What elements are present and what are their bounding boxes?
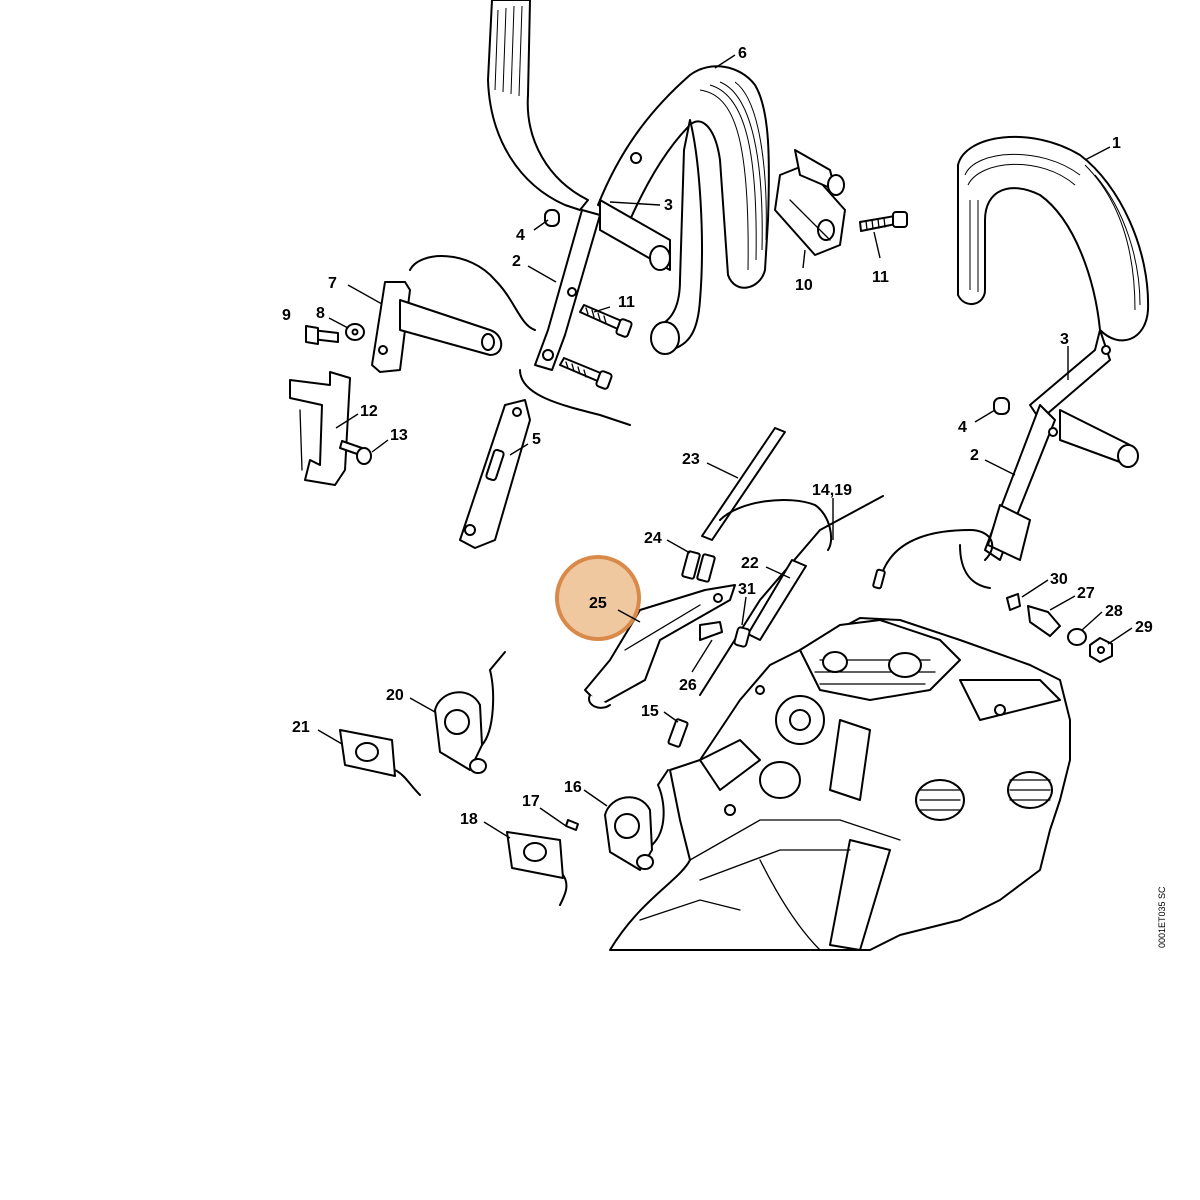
sleeve-15[interactable] <box>667 718 689 748</box>
callout-13[interactable]: 13 <box>390 427 408 444</box>
plate-5[interactable] <box>459 399 531 549</box>
callout-18[interactable]: 18 <box>460 811 478 828</box>
callout-4[interactable]: 4 <box>516 227 525 244</box>
callout-14-19[interactable]: 14,19 <box>812 482 852 499</box>
callout-15[interactable]: 15 <box>641 703 659 720</box>
callout-16[interactable]: 16 <box>564 779 582 796</box>
screw-11-right[interactable] <box>859 211 908 232</box>
handle-cable <box>409 255 631 426</box>
lever-7[interactable] <box>371 281 503 373</box>
callout-2-right[interactable]: 2 <box>970 447 979 464</box>
gasket-18[interactable] <box>506 831 568 906</box>
callout-11[interactable]: 11 <box>618 294 635 311</box>
spacer-4-left[interactable] <box>544 209 560 227</box>
screw-11-lower[interactable] <box>559 357 613 390</box>
washer-8[interactable] <box>345 323 365 341</box>
screw-13[interactable] <box>339 440 372 465</box>
rear-handle-cable <box>872 528 994 590</box>
callout-5[interactable]: 5 <box>532 431 541 448</box>
sleeve-24[interactable] <box>681 550 716 583</box>
fitting-30[interactable] <box>1006 593 1021 611</box>
screw-11-upper[interactable] <box>579 304 633 338</box>
callout-24[interactable]: 24 <box>644 530 662 547</box>
callout-2[interactable]: 2 <box>512 253 521 270</box>
callout-25[interactable]: 25 <box>589 595 607 612</box>
spacer-4-right[interactable] <box>993 397 1010 415</box>
callout-labels: 6 1 3 4 2 7 8 9 11 10 11 3 4 2 12 13 5 2… <box>282 45 1153 828</box>
callout-10[interactable]: 10 <box>795 277 813 294</box>
callout-3[interactable]: 3 <box>664 197 673 214</box>
chainsaw-body <box>609 617 1071 951</box>
callout-23[interactable]: 23 <box>682 451 700 468</box>
callout-22[interactable]: 22 <box>741 555 759 572</box>
rod-23[interactable] <box>701 427 786 541</box>
screw-9[interactable] <box>305 325 339 345</box>
callout-30[interactable]: 30 <box>1050 571 1068 588</box>
callout-12[interactable]: 12 <box>360 403 378 420</box>
callout-21[interactable]: 21 <box>292 719 310 736</box>
callout-7[interactable]: 7 <box>328 275 337 292</box>
gasket-20[interactable] <box>434 651 506 774</box>
leader-lines <box>317 54 1133 839</box>
washer-28[interactable] <box>1067 628 1087 646</box>
bracket-12[interactable] <box>289 371 351 486</box>
callout-27[interactable]: 27 <box>1077 585 1095 602</box>
insert-26[interactable] <box>699 621 723 641</box>
callout-26[interactable]: 26 <box>679 677 697 694</box>
callout-11-right[interactable]: 11 <box>872 269 889 286</box>
callout-9[interactable]: 9 <box>282 307 291 324</box>
gasket-16[interactable] <box>604 769 669 871</box>
callout-20[interactable]: 20 <box>386 687 404 704</box>
callout-29[interactable]: 29 <box>1135 619 1153 636</box>
callout-17[interactable]: 17 <box>522 793 540 810</box>
rear-handle-bar[interactable] <box>957 135 1150 561</box>
connector-27[interactable] <box>1027 605 1061 637</box>
nut-29[interactable] <box>1089 637 1113 663</box>
callout-28[interactable]: 28 <box>1105 603 1123 620</box>
callout-1[interactable]: 1 <box>1112 135 1121 152</box>
callout-3-right[interactable]: 3 <box>1060 331 1069 348</box>
callout-31[interactable]: 31 <box>738 581 756 598</box>
highlight-circle-25 <box>555 555 641 641</box>
callout-6[interactable]: 6 <box>738 45 747 62</box>
grip-ribs <box>494 5 767 271</box>
callout-4-right[interactable]: 4 <box>958 419 967 436</box>
screw-17[interactable] <box>565 819 579 831</box>
rear-grip-ribs <box>964 153 1141 311</box>
switch-10[interactable] <box>774 149 846 256</box>
callout-8[interactable]: 8 <box>316 305 325 322</box>
gasket-21[interactable] <box>339 729 421 796</box>
grommet-31[interactable] <box>733 626 751 648</box>
front-handle-bar[interactable] <box>487 0 770 371</box>
reference-code: 0001ET035 SC <box>1157 886 1167 948</box>
tube-22[interactable] <box>747 559 807 641</box>
plate-25-highlighted[interactable] <box>584 584 736 709</box>
